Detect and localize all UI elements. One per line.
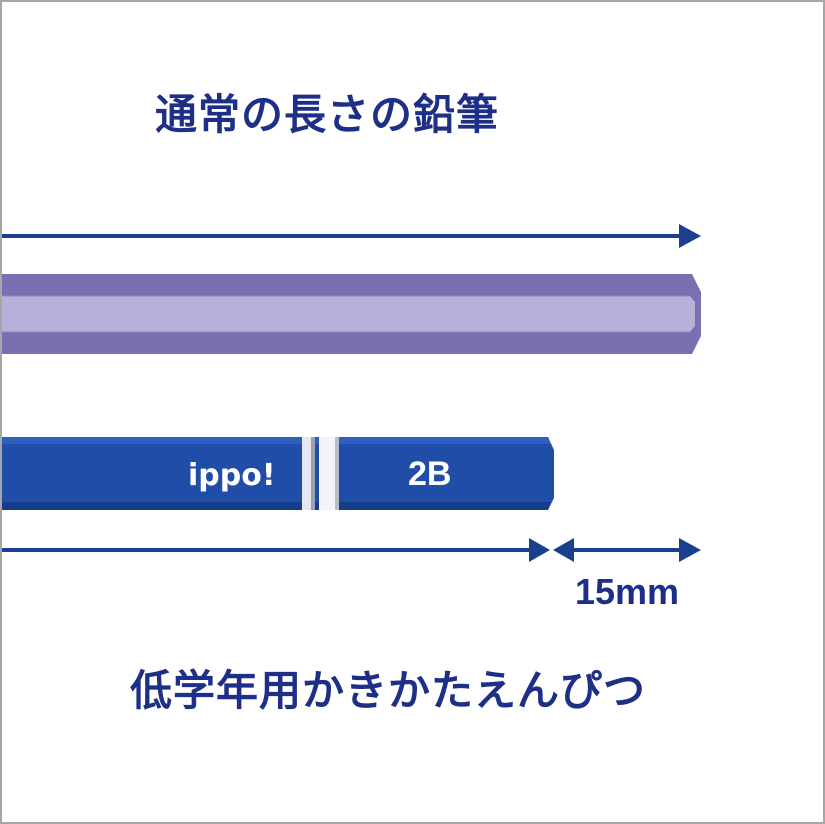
pencil-band [319,437,339,510]
standard-length-arrow [2,224,701,248]
pencil-brand-logo: ippo! [188,458,276,493]
length-difference-label: 15mm [574,571,680,612]
pencil-band [302,437,311,510]
pencil-grade-mark: 2B [408,455,451,493]
short-length-arrow [2,538,550,562]
standard-pencil [2,274,701,354]
standard-pencil-title: 通常の長さの鉛筆 [154,90,499,139]
difference-dimension-arrow [553,538,701,562]
short-pencil-title: 低学年用かきかたえんぴつ [130,666,647,715]
ippo-pencil: ippo! 2B [2,437,554,510]
